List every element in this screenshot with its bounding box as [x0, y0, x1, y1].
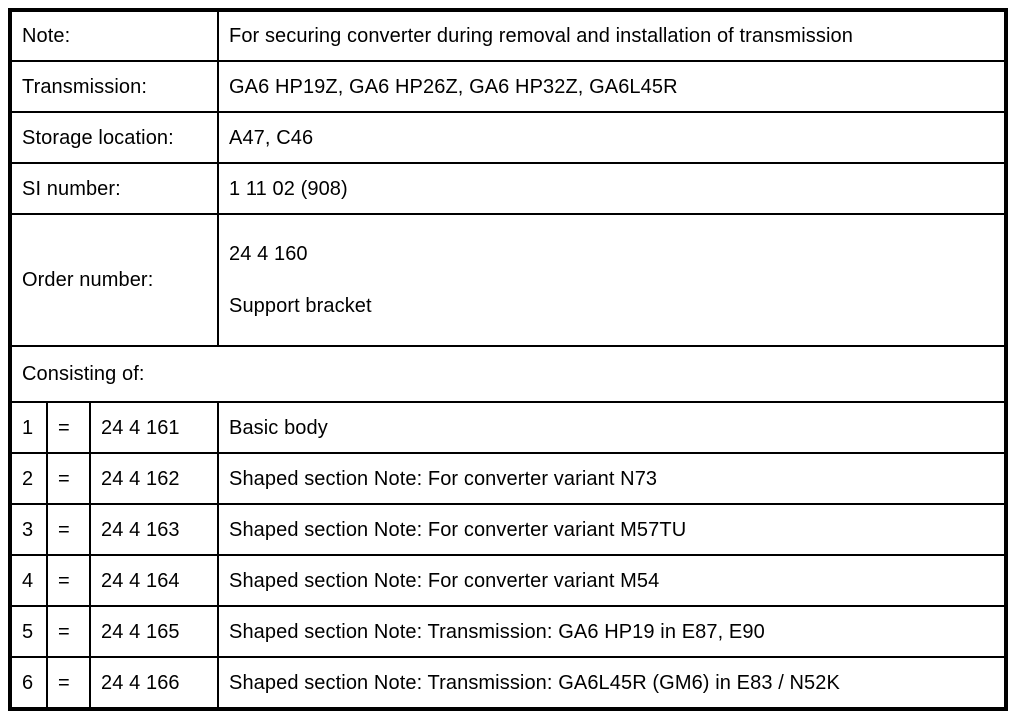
item-index: 5: [9, 605, 48, 658]
row-value-transmission: GA6 HP19Z, GA6 HP26Z, GA6 HP32Z, GA6L45R: [217, 60, 1007, 113]
equals-sign: =: [46, 503, 91, 556]
table-row-storage-location: Storage location: A47, C46: [9, 111, 1007, 164]
item-index: 6: [9, 656, 48, 710]
special-tool-table: Note: For securing converter during remo…: [8, 8, 1008, 711]
item-index: 2: [9, 452, 48, 505]
row-value-note: For securing converter during removal an…: [217, 9, 1007, 62]
item-index: 4: [9, 554, 48, 607]
equals-sign: =: [46, 554, 91, 607]
item-part-number: 24 4 166: [89, 656, 219, 710]
equals-sign: =: [46, 452, 91, 505]
item-description: Shaped section Note: For converter varia…: [217, 452, 1007, 505]
equals-sign: =: [46, 656, 91, 710]
item-description: Shaped section Note: For converter varia…: [217, 503, 1007, 556]
table-row: 3 = 24 4 163 Shaped section Note: For co…: [9, 503, 1007, 556]
row-label-transmission: Transmission:: [9, 60, 219, 113]
item-description: Basic body: [217, 401, 1007, 454]
order-number-description: Support bracket: [229, 295, 372, 317]
item-index: 1: [9, 401, 48, 454]
table-row-si-number: SI number: 1 11 02 (908): [9, 162, 1007, 215]
item-part-number: 24 4 163: [89, 503, 219, 556]
item-part-number: 24 4 161: [89, 401, 219, 454]
row-label-note: Note:: [9, 9, 219, 62]
item-part-number: 24 4 165: [89, 605, 219, 658]
item-part-number: 24 4 162: [89, 452, 219, 505]
row-value-si-number: 1 11 02 (908): [217, 162, 1007, 215]
table-row-consisting-of: Consisting of:: [9, 345, 1007, 403]
row-label-order-number: Order number:: [9, 213, 219, 347]
item-description: Shaped section Note: Transmission: GA6 H…: [217, 605, 1007, 658]
row-value-storage-location: A47, C46: [217, 111, 1007, 164]
table-row-order-number: Order number: 24 4 160 Support bracket: [9, 213, 1007, 347]
item-part-number: 24 4 164: [89, 554, 219, 607]
equals-sign: =: [46, 401, 91, 454]
item-description: Shaped section Note: For converter varia…: [217, 554, 1007, 607]
consisting-of-label: Consisting of:: [9, 345, 1007, 403]
item-index: 3: [9, 503, 48, 556]
order-number-value: 24 4 160: [229, 243, 308, 265]
table-row: 5 = 24 4 165 Shaped section Note: Transm…: [9, 605, 1007, 658]
row-value-order-number: 24 4 160 Support bracket: [217, 213, 1007, 347]
table-row: 6 = 24 4 166 Shaped section Note: Transm…: [9, 656, 1007, 710]
row-label-storage-location: Storage location:: [9, 111, 219, 164]
table-row: 2 = 24 4 162 Shaped section Note: For co…: [9, 452, 1007, 505]
table-row-transmission: Transmission: GA6 HP19Z, GA6 HP26Z, GA6 …: [9, 60, 1007, 113]
table-row-note: Note: For securing converter during remo…: [9, 9, 1007, 62]
row-label-si-number: SI number:: [9, 162, 219, 215]
table-row: 1 = 24 4 161 Basic body: [9, 401, 1007, 454]
table-row: 4 = 24 4 164 Shaped section Note: For co…: [9, 554, 1007, 607]
item-description: Shaped section Note: Transmission: GA6L4…: [217, 656, 1007, 710]
equals-sign: =: [46, 605, 91, 658]
